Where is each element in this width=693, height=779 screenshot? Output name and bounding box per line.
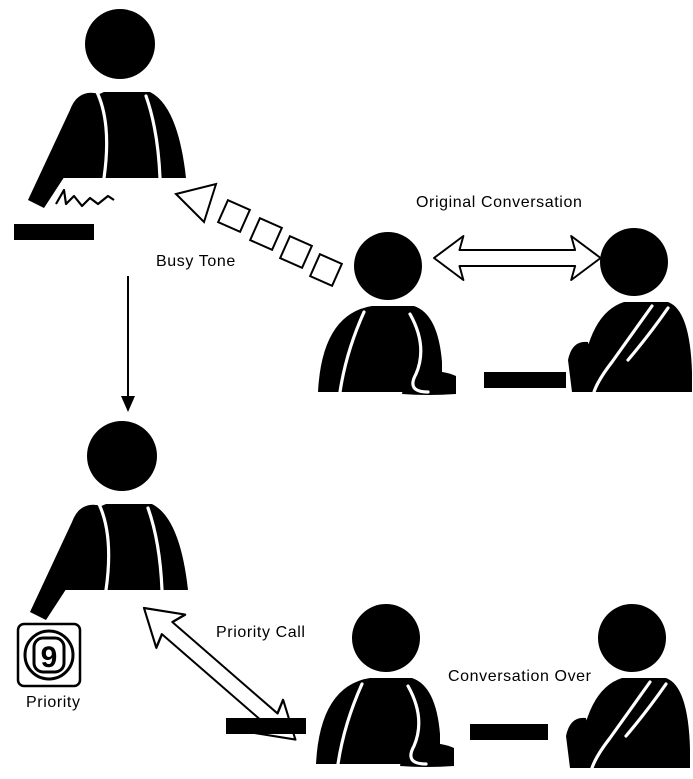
caller-figure-top xyxy=(26,7,188,210)
busy-tone-signal xyxy=(174,182,344,288)
priority-call-label: Priority Call xyxy=(216,624,306,641)
priority-key-digit: 9 xyxy=(41,641,58,674)
listener-figure-bottom-right xyxy=(564,602,692,770)
phone-base-bottom-left xyxy=(226,718,306,734)
busy-tone-label: Busy Tone xyxy=(156,253,236,270)
caller-figure-bottom xyxy=(28,419,190,622)
original-conversation-label: Original Conversation xyxy=(416,194,582,211)
phone-base-top-right xyxy=(484,372,566,388)
priority-key: 9 xyxy=(16,622,82,688)
dial-sound-squiggle xyxy=(55,188,115,208)
listener-figure-bottom-left xyxy=(314,602,456,769)
phone-base-bottom-right xyxy=(470,724,548,740)
conversation-over-label: Conversation Over xyxy=(448,668,592,685)
original-conversation-arrow xyxy=(433,235,602,281)
sequence-down-arrow xyxy=(121,276,135,412)
phone-base-top-left xyxy=(14,224,94,240)
priority-label: Priority xyxy=(26,694,81,711)
